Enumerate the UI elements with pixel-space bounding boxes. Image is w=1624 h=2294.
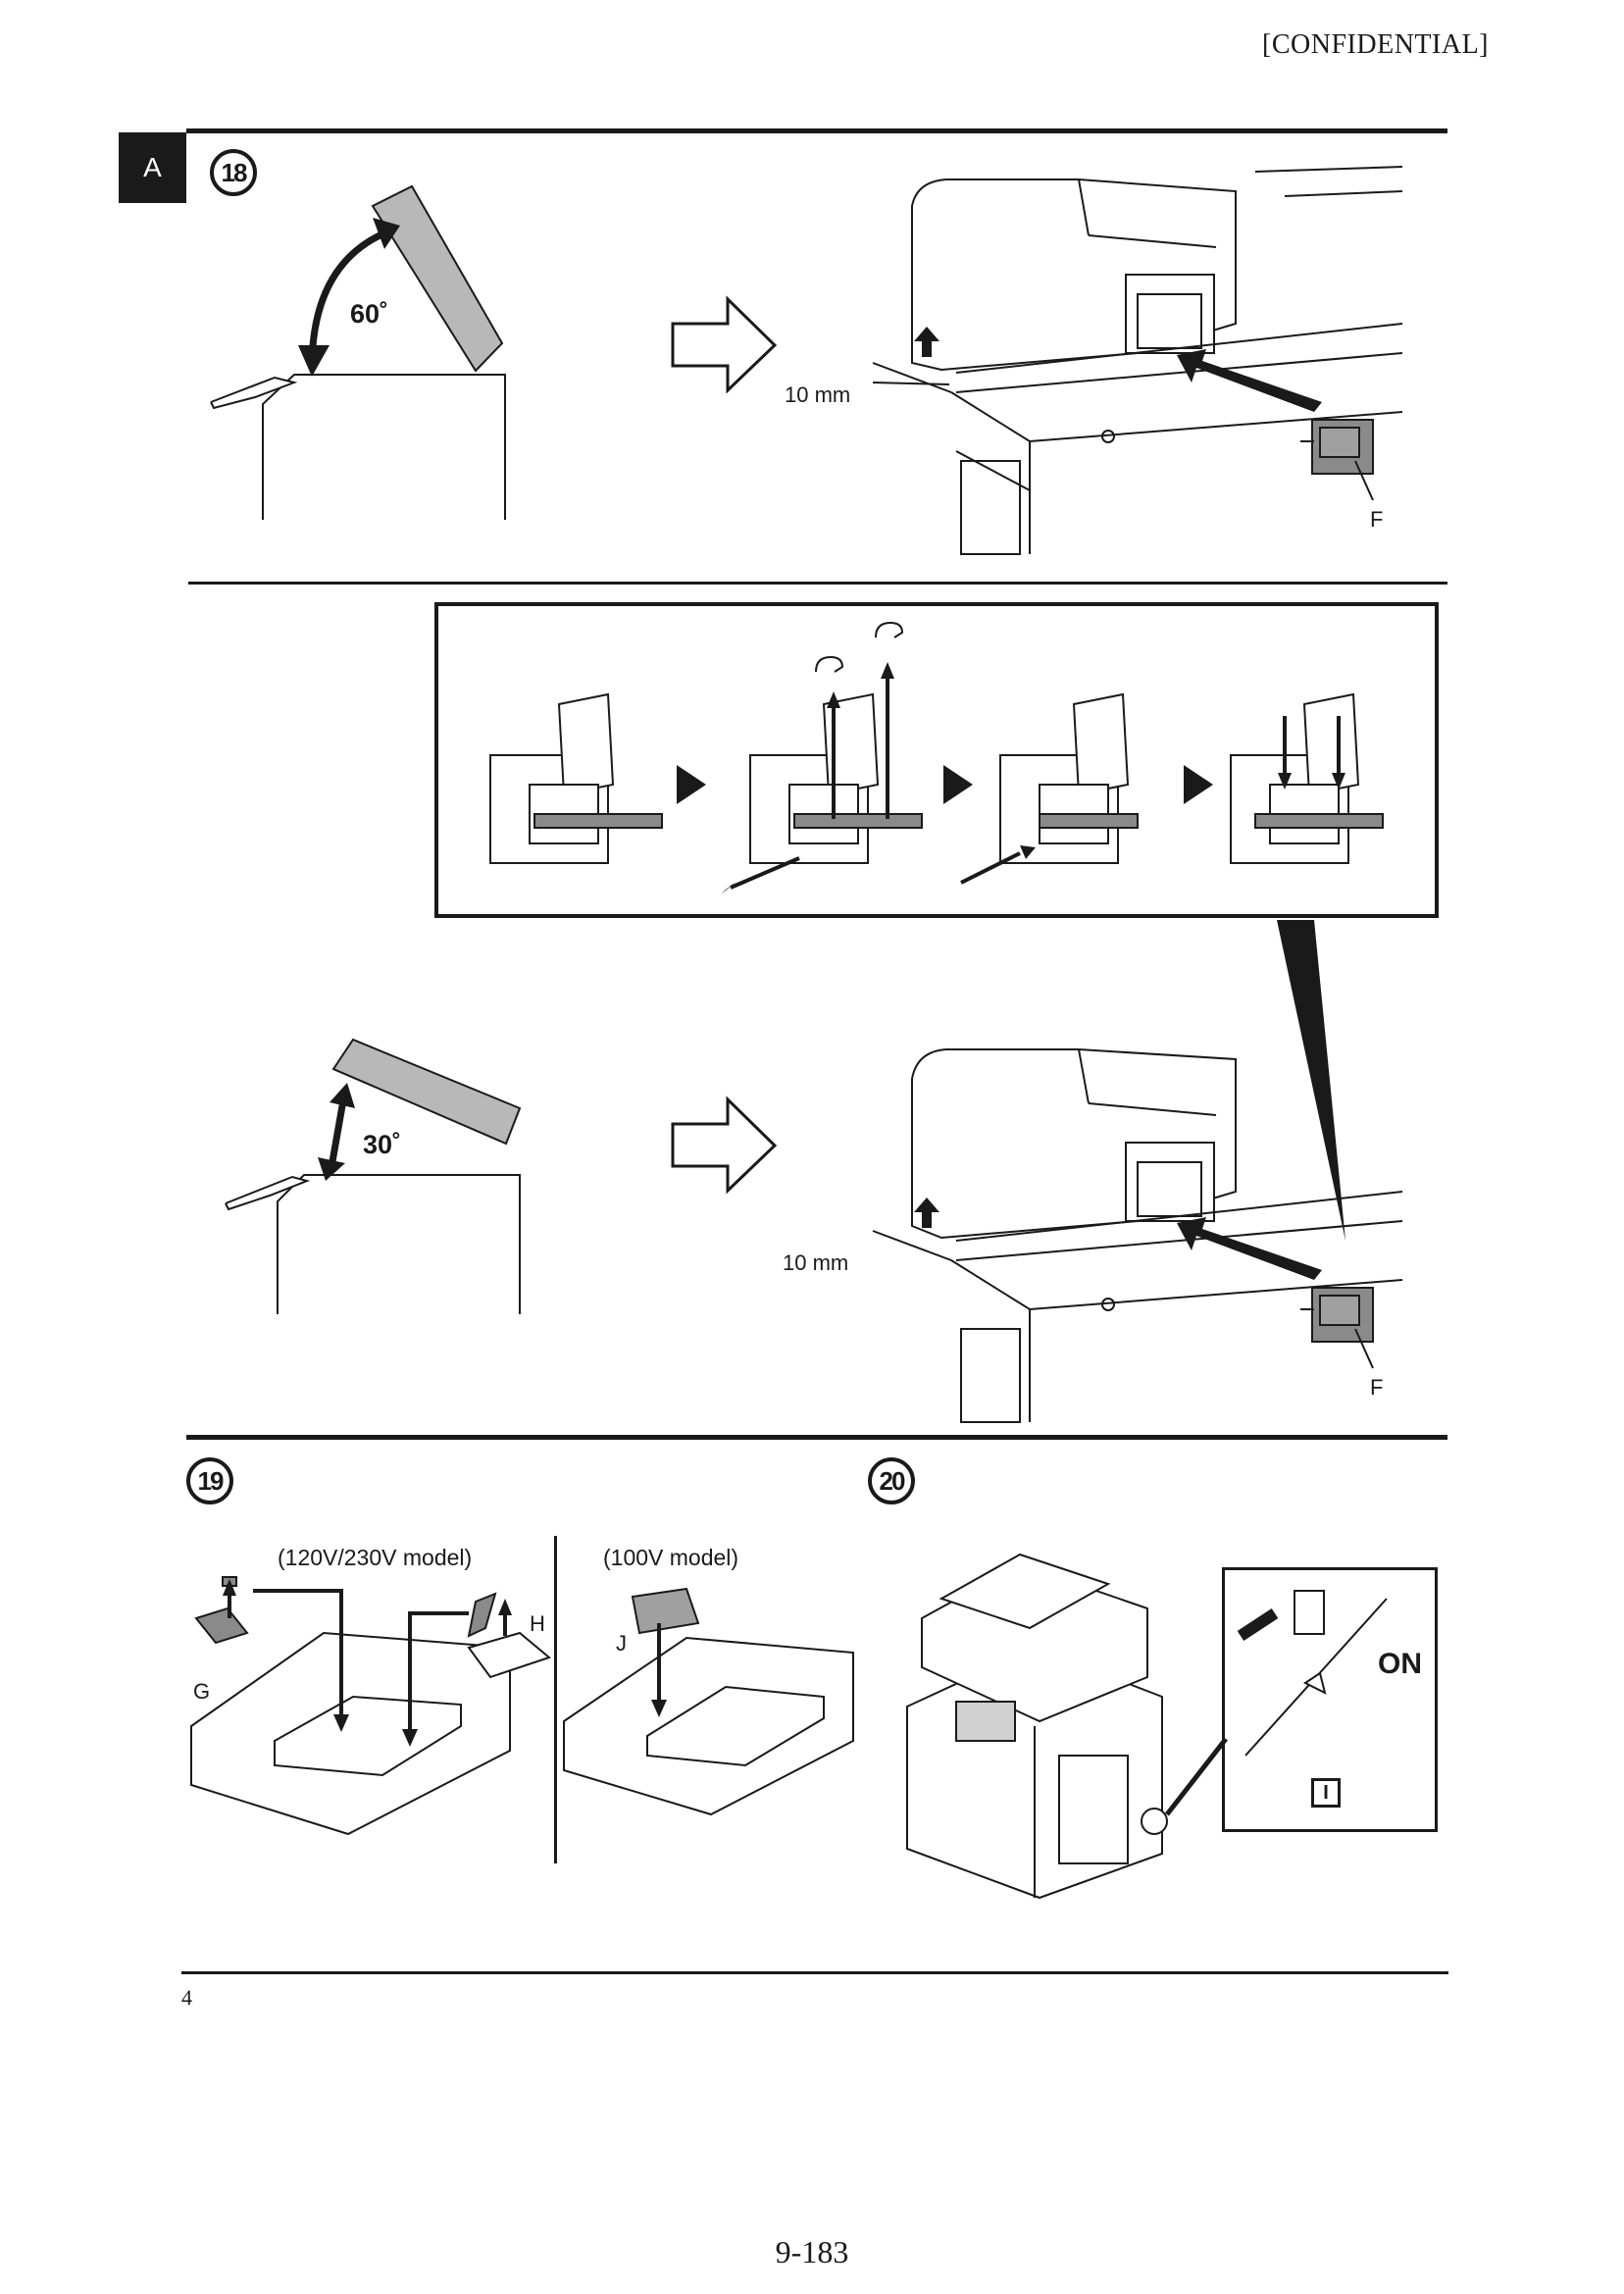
part-g-label: G — [193, 1679, 211, 1704]
step19-top-rule — [186, 1435, 1447, 1440]
section-page-number: 4 — [181, 1985, 192, 2010]
confidential-label: [CONFIDENTIAL] — [1262, 29, 1489, 60]
part-f-label-bottom: F — [1370, 1375, 1384, 1400]
bottom-rule — [181, 1971, 1448, 1974]
bracket-sequence-panel — [434, 602, 1439, 918]
angle-30-label: 30˚ — [363, 1130, 402, 1159]
part-j-label: J — [616, 1631, 627, 1656]
base-panel-60 — [210, 374, 506, 520]
power-on-label: ON — [1378, 1648, 1422, 1680]
model-label-120v-230v: (120V/230V model) — [278, 1545, 473, 1570]
top-rule — [186, 128, 1447, 133]
gap-label-top: 10 mm — [785, 382, 851, 407]
gap-label-bottom: 10 mm — [783, 1250, 849, 1275]
part-i-label: I — [1311, 1778, 1341, 1808]
section-tab: A — [119, 132, 186, 203]
model-label-100v: (100V model) — [603, 1545, 739, 1570]
step-number-18: 18 — [210, 149, 257, 196]
part-f-bracket-bottom — [1300, 1287, 1374, 1369]
angle-60-label: 60˚ — [350, 299, 389, 329]
step-number-19: 19 — [186, 1457, 233, 1504]
step-number-20: 20 — [868, 1457, 915, 1504]
callout-pointer — [1277, 920, 1345, 1241]
raised-cover-30 — [331, 1038, 522, 1146]
raised-cover-60 — [371, 184, 504, 373]
part-f-label-top: F — [1370, 507, 1384, 532]
step18-divider — [188, 582, 1447, 585]
step19-vertical-divider — [554, 1536, 557, 1863]
part-h-label: H — [530, 1611, 545, 1636]
page-footer-number: 9-183 — [775, 2234, 849, 2269]
part-f-bracket-top — [1300, 419, 1374, 501]
power-switch-detail — [1222, 1567, 1438, 1832]
